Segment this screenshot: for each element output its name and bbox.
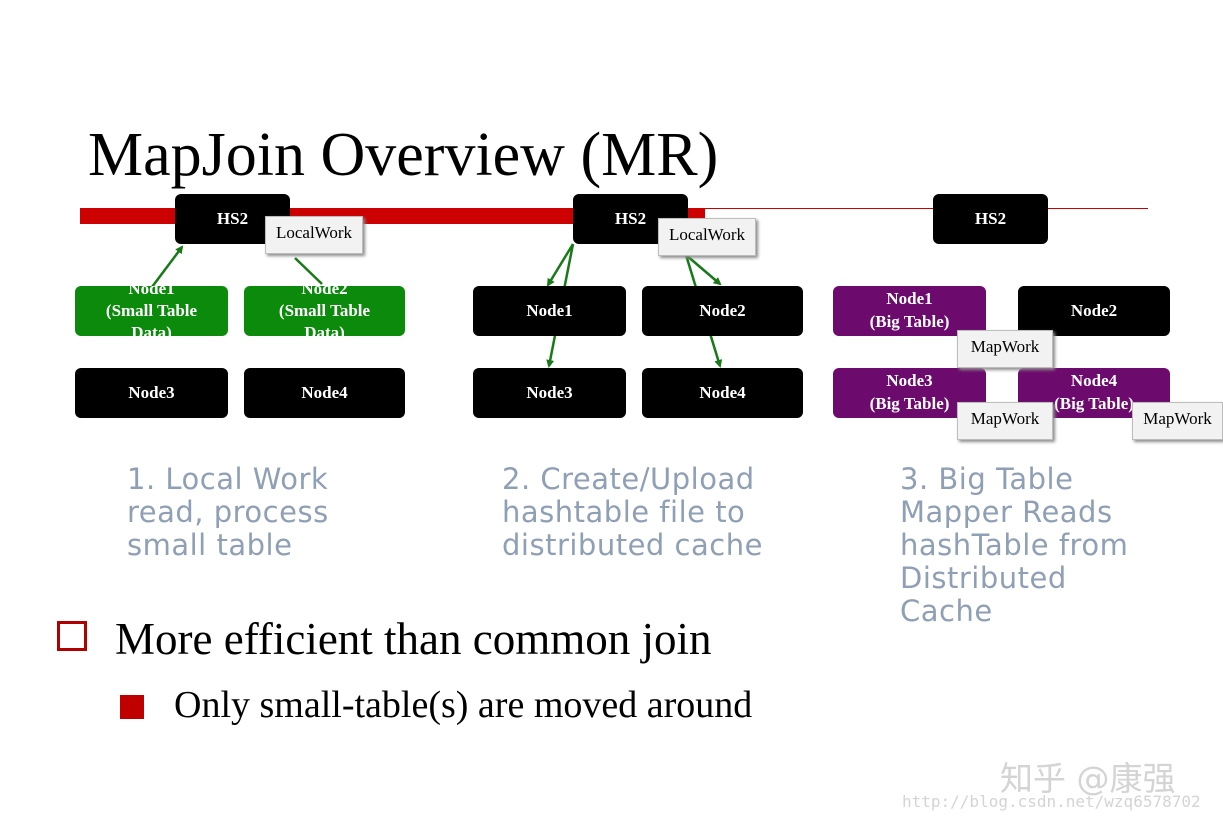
- arrow-localwork-to-node2: [294, 257, 323, 285]
- hs2-box-3: HS2: [933, 194, 1048, 244]
- map-work-box-3: MapWork: [1132, 402, 1223, 440]
- hollow-square-bullet-icon: [57, 621, 87, 651]
- node2-small-table: Node2 (Small Table Data): [244, 286, 405, 336]
- node3-box-1: Node3: [75, 368, 228, 418]
- local-work-box-1: LocalWork: [265, 216, 363, 254]
- step-2-text: 2. Create/Upload hashtable file to distr…: [502, 462, 763, 562]
- watermark-url: http://blog.csdn.net/wzq6578702: [902, 792, 1201, 811]
- arrow-node1-to-hs2: [151, 245, 184, 288]
- arrow-hs2-to-node1: [546, 243, 575, 287]
- node2-box-3: Node2: [1018, 286, 1170, 336]
- arrow-localwork-to-node2b: [685, 254, 722, 286]
- node2-box-2: Node2: [642, 286, 803, 336]
- node4-box-2: Node4: [642, 368, 803, 418]
- title-underline-thin: [705, 208, 1148, 209]
- node1-small-table: Node1 (Small Table Data): [75, 286, 228, 336]
- node4-box-1: Node4: [244, 368, 405, 418]
- bullet-sub-text: Only small-table(s) are moved around: [174, 684, 753, 726]
- map-work-box-2: MapWork: [957, 402, 1053, 440]
- slide-title: MapJoin Overview (MR): [88, 121, 719, 189]
- watermark-brand: 知乎 @康强: [1000, 759, 1176, 798]
- map-work-box-1: MapWork: [957, 330, 1053, 368]
- node1-big-table: Node1 (Big Table): [833, 286, 986, 336]
- step-3-text: 3. Big Table Mapper Reads hashTable from…: [900, 462, 1129, 628]
- filled-square-bullet-icon: [120, 695, 144, 719]
- node1-box-2: Node1: [473, 286, 626, 336]
- step-1-text: 1. Local Work read, process small table: [127, 462, 329, 562]
- node3-box-2: Node3: [473, 368, 626, 418]
- local-work-box-2: LocalWork: [658, 218, 756, 256]
- bullet-main-text: More efficient than common join: [115, 614, 712, 664]
